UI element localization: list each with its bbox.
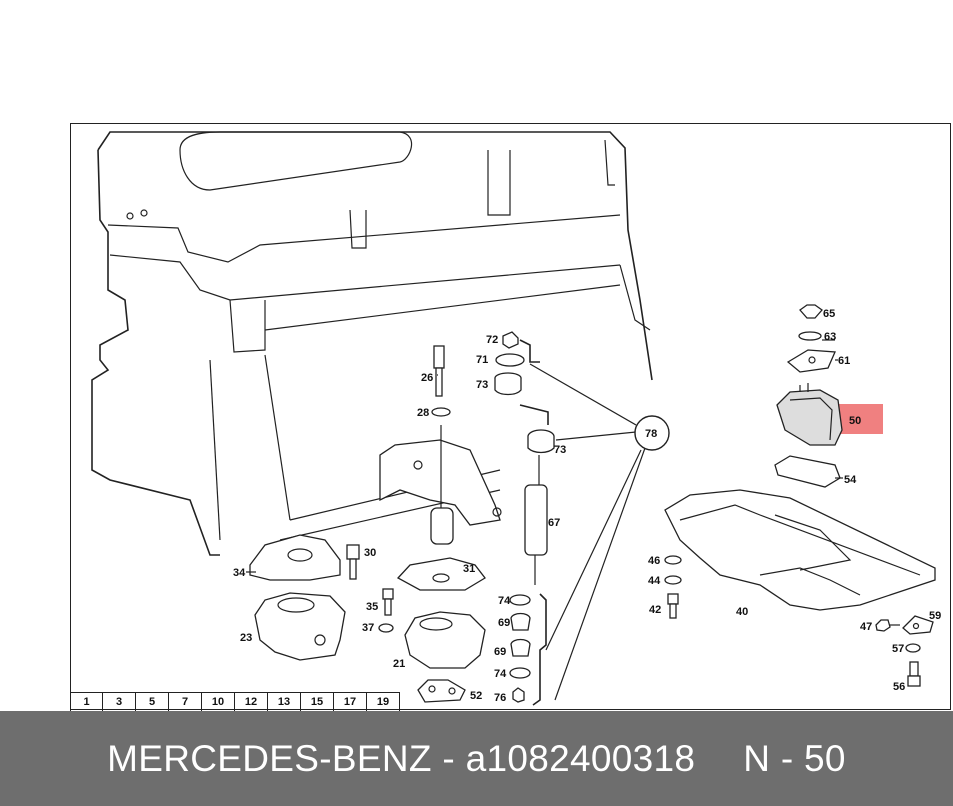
engine-mount-21 <box>404 611 486 669</box>
bolt-56 <box>907 661 921 687</box>
callout-65: 65 <box>823 308 835 320</box>
page-index-strip: 1 3 5 7 10 12 13 15 17 19 <box>70 692 400 711</box>
washer-63 <box>798 331 822 341</box>
nut-47 <box>875 619 891 632</box>
page-index-cell[interactable]: 19 <box>367 693 400 711</box>
page-index-cell[interactable]: 5 <box>136 693 169 711</box>
callout-73a: 73 <box>476 379 488 391</box>
caption-space <box>455 738 466 780</box>
crossmember-40 <box>664 489 936 611</box>
callout-52: 52 <box>470 690 482 702</box>
callout-73b: 73 <box>554 444 566 456</box>
page-index-cell[interactable]: 17 <box>334 693 367 711</box>
page-index-cell[interactable]: 13 <box>268 693 301 711</box>
callout-63: 63 <box>824 331 836 343</box>
nut-65 <box>799 304 823 319</box>
callout-74a: 74 <box>498 595 511 607</box>
transmission-mount-50 <box>776 383 883 446</box>
mount-stack-top <box>494 331 525 396</box>
plate-61 <box>786 349 836 373</box>
page-index-cell[interactable]: 15 <box>301 693 334 711</box>
callout-21: 21 <box>393 658 405 670</box>
caption-space <box>432 738 443 780</box>
page-index-cell[interactable]: 1 <box>70 693 103 711</box>
washer-46 <box>664 555 682 565</box>
callout-59: 59 <box>929 610 941 622</box>
bolt-26 <box>431 345 451 417</box>
page-index-cell[interactable]: 10 <box>202 693 235 711</box>
callout-42: 42 <box>649 604 661 616</box>
callout-72: 72 <box>486 334 498 346</box>
callout-71: 71 <box>476 354 488 366</box>
callout-46: 46 <box>648 555 660 567</box>
callout-69a: 69 <box>498 617 510 629</box>
bracket-31 <box>396 557 486 591</box>
engine-block <box>91 131 653 556</box>
callout-26: 26 <box>421 372 433 384</box>
page-index-cell[interactable]: 3 <box>103 693 136 711</box>
callout-61: 61 <box>838 355 850 367</box>
callout-34: 34 <box>233 567 246 579</box>
page-index-cell[interactable]: 7 <box>169 693 202 711</box>
callout-35: 35 <box>366 601 378 613</box>
callout-76: 76 <box>494 692 506 704</box>
caption-bar: MERCEDES-BENZ - a1082400318 N - 50 <box>0 711 953 806</box>
callout-67: 67 <box>548 517 560 529</box>
caption-brand: MERCEDES-BENZ <box>107 737 432 779</box>
washer-57 <box>905 643 921 653</box>
engine-bracket <box>379 439 502 526</box>
callout-56: 56 <box>893 681 905 693</box>
callout-37: 37 <box>362 622 374 634</box>
washer-44 <box>664 575 682 585</box>
pad-54 <box>774 455 841 488</box>
bracket-34 <box>249 534 341 581</box>
callout-69b: 69 <box>494 646 506 658</box>
callout-44: 44 <box>648 575 661 587</box>
shock-absorber-67 <box>519 339 555 585</box>
caption-part-number: a1082400318 <box>465 737 696 779</box>
callout-47: 47 <box>860 621 872 633</box>
bolt-30 <box>346 544 360 580</box>
engine-mount-23 <box>254 592 346 661</box>
callout-57: 57 <box>892 643 904 655</box>
callout-40: 40 <box>736 606 748 618</box>
leader-lines <box>246 339 900 701</box>
page-index-cell[interactable]: 12 <box>235 693 268 711</box>
callout-74b: 74 <box>494 668 507 680</box>
callout-54: 54 <box>844 474 857 486</box>
callout-30: 30 <box>364 547 376 559</box>
bolt-35 <box>378 588 394 633</box>
callout-28: 28 <box>417 407 429 419</box>
callout-circle-78 <box>634 415 670 451</box>
callout-50: 50 <box>849 415 861 427</box>
rubber-buffer <box>430 425 454 545</box>
bracket-52 <box>417 679 466 703</box>
callout-78: 78 <box>645 428 657 440</box>
caption-separator: - <box>442 737 455 779</box>
callout-23: 23 <box>240 632 252 644</box>
callout-31: 31 <box>463 563 475 575</box>
bracket-59 <box>902 615 934 635</box>
mount-stack-bottom <box>509 593 547 706</box>
bolt-42 <box>667 593 679 619</box>
caption-position-label: N - 50 <box>743 737 846 779</box>
